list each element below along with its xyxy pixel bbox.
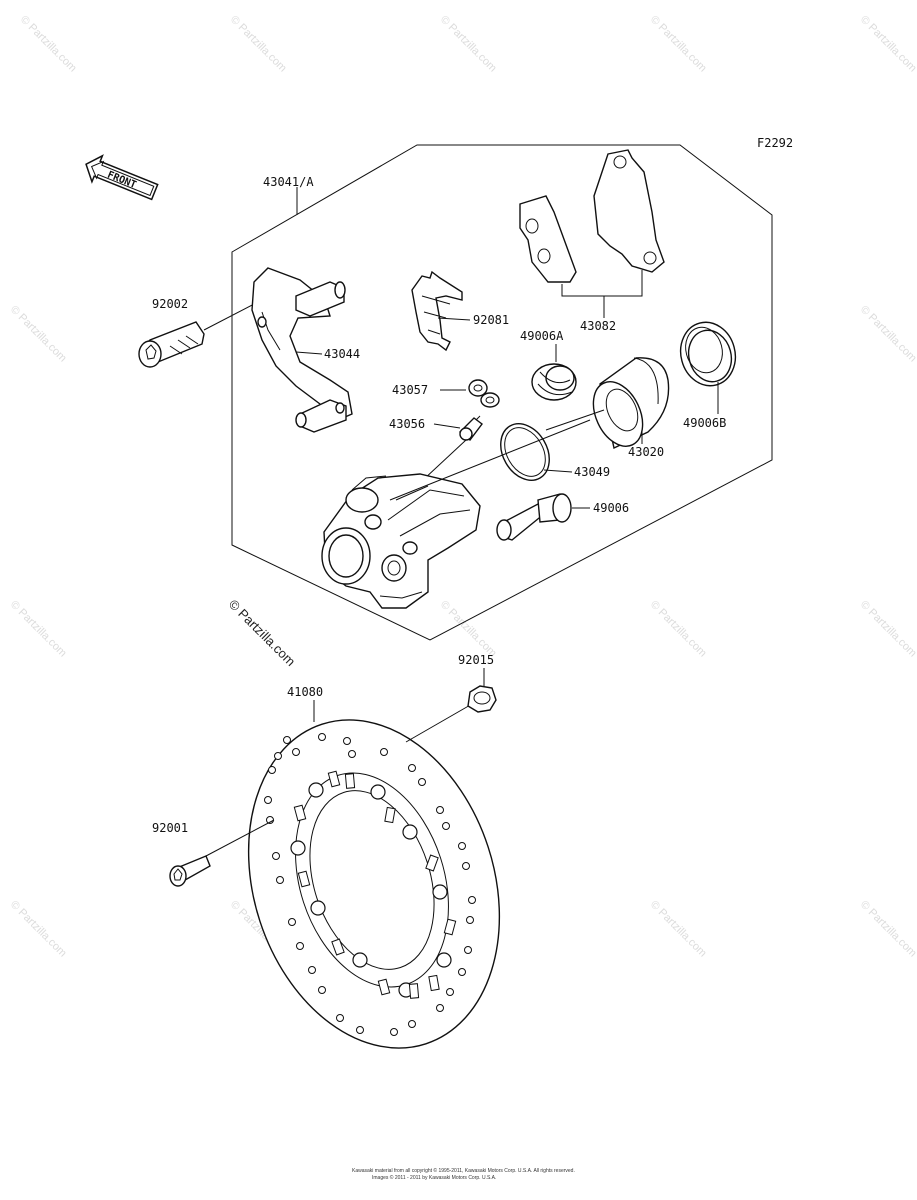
part-label-43057: 43057	[392, 383, 428, 397]
brake-pad-43082-left	[519, 195, 577, 283]
watermark: © Partzilla.com	[438, 599, 499, 660]
part-label-49006: 49006	[593, 501, 629, 515]
bracket-43082	[561, 270, 643, 297]
brake-pad-43082-right	[593, 149, 665, 273]
leader-92001	[205, 819, 275, 857]
copyright-line-1: Kawasaki material from all copyright © 1…	[352, 1167, 575, 1174]
part-label-92081: 92081	[473, 313, 509, 327]
watermark: © Partzilla.com	[648, 599, 709, 660]
part-label-49006a: 49006A	[520, 329, 564, 343]
bolt-92001	[169, 855, 211, 887]
part-label-43041: 43041/A	[263, 175, 314, 189]
part-label-49006b: 49006B	[683, 416, 726, 430]
bleeder-cap-43057	[468, 379, 500, 408]
watermark: © Partzilla.com	[8, 899, 69, 960]
brake-disc-41080	[247, 719, 501, 1049]
part-label-92015: 92015	[458, 653, 494, 667]
piston-seal-43049	[500, 423, 550, 481]
leader-43049-piston	[545, 409, 605, 431]
leader-43044	[295, 351, 323, 355]
part-label-92001: 92001	[152, 821, 188, 835]
bolt-92002	[138, 321, 205, 368]
part-label-43082: 43082	[580, 319, 616, 333]
leader-92015	[405, 703, 473, 743]
nut-92015	[467, 685, 497, 713]
watermark: © Partzilla.com	[858, 14, 917, 75]
leader-caliper-piston	[389, 419, 591, 501]
piston-43020	[592, 357, 670, 450]
part-label-92002: 92002	[152, 297, 188, 311]
leader-43049	[543, 469, 573, 473]
watermark: © Partzilla.com	[858, 599, 917, 660]
watermark: © Partzilla.com	[858, 304, 917, 365]
copyright-line-2: Images © 2011 - 2011 by Kawasaki Motors …	[372, 1174, 496, 1181]
watermark: © Partzilla.com	[8, 599, 69, 660]
front-arrow-icon: FRONT	[85, 154, 159, 201]
dust-boot-49006a	[531, 363, 577, 401]
caliper-assembly-outline	[231, 144, 773, 641]
pad-spring-92081	[411, 270, 463, 352]
figure-code: F2292	[757, 136, 793, 150]
watermark: © Partzilla.com	[648, 14, 709, 75]
watermark: © Partzilla.com	[8, 304, 69, 365]
watermark: © Partzilla.com	[228, 14, 289, 75]
watermark: © Partzilla.com	[648, 899, 709, 960]
part-label-43049: 43049	[574, 465, 610, 479]
part-label-43020: 43020	[628, 445, 664, 459]
part-label-41080: 41080	[287, 685, 323, 699]
leader-92081	[437, 317, 471, 321]
caliper-body	[321, 473, 481, 609]
partzilla-watermark: © Partzilla.com	[226, 597, 299, 670]
part-label-43056: 43056	[389, 417, 425, 431]
slide-pin-49006	[496, 493, 572, 541]
caliper-bracket-43044	[251, 267, 353, 433]
watermark: © Partzilla.com	[438, 14, 499, 75]
part-label-43044: 43044	[324, 347, 360, 361]
leader-43056	[433, 423, 461, 429]
piston-seal-49006b	[679, 321, 737, 387]
watermark: © Partzilla.com	[18, 14, 79, 75]
watermark: © Partzilla.com	[858, 899, 917, 960]
bleeder-valve-43056	[458, 415, 483, 441]
